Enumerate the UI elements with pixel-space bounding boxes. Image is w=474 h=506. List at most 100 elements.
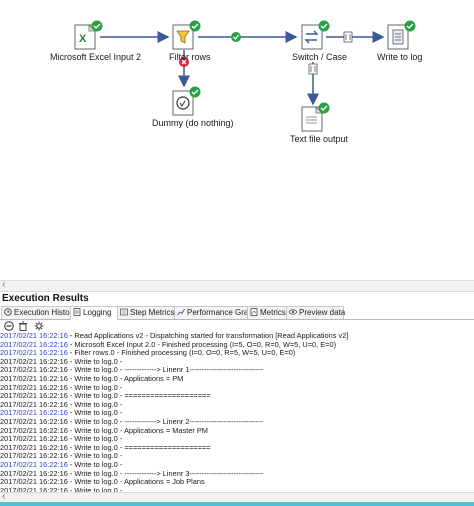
stop-icon[interactable] [4, 321, 14, 331]
tab-label: Execution History [14, 308, 77, 317]
log-timestamp: 2017/02/21 16:22:16 [0, 399, 68, 409]
log-timestamp: 2017/02/21 16:22:16 [0, 332, 68, 340]
scroll-left-icon[interactable]: ‹ [2, 491, 6, 502]
execution-tabs: Execution History Logging Step Metrics P… [0, 306, 474, 320]
execution-results-title: Execution Results [2, 293, 89, 304]
hop-case-icon [343, 31, 353, 43]
step-success-icon [189, 20, 201, 32]
tab-execution-history[interactable]: Execution History [1, 306, 76, 319]
log-message: - Write to log.0 - [67, 356, 123, 366]
step-success-icon [404, 20, 416, 32]
log-timestamp: 2017/02/21 16:22:16 [0, 416, 68, 426]
log-message: - Write to log.0 - Applications = Master… [67, 425, 208, 435]
log-message: - Write to log.0 - -------------> Linenr… [67, 468, 264, 478]
log-message: - Write to log.0 - [67, 451, 123, 461]
dummy-icon [172, 90, 194, 116]
log-timestamp: 2017/02/21 16:22:16 [0, 442, 68, 452]
transformation-canvas[interactable]: X Microsoft Excel Input 2 Filter rows Sw… [0, 0, 474, 280]
log-line: 2017/02/21 16:22:16 - Write to log.0 - -… [0, 366, 474, 375]
log-line: 2017/02/21 16:22:16 - Write to log.0 - [0, 459, 474, 470]
log-message: - Write to log.0 - [67, 382, 123, 392]
log-message: - Write to log.0 - [67, 434, 123, 444]
log-timestamp: 2017/02/21 16:22:16 [0, 485, 68, 492]
canvas-horizontal-scrollbar[interactable]: ‹ [0, 279, 474, 292]
step-success-icon [189, 86, 201, 98]
logging-toolbar [0, 320, 474, 332]
log-line: 2017/02/21 16:22:16 - Write to log.0 - [0, 409, 474, 418]
window-bottom-border [0, 502, 474, 506]
log-message: - Write to log.0 - [67, 399, 123, 409]
log-line: 2017/02/21 16:22:16 - Microsoft Excel In… [0, 339, 474, 350]
log-timestamp: 2017/02/21 16:22:16 [0, 451, 68, 461]
log-message: - Write to log.0 - -------------> Linenr… [67, 416, 264, 426]
log-line: 2017/02/21 16:22:16 - Write to log.0 - [0, 434, 474, 444]
log-message: - Write to log.0 - -------------> Linenr… [67, 365, 264, 375]
write-to-log-step[interactable] [386, 20, 416, 50]
log-horizontal-scrollbar[interactable]: ‹ [0, 491, 474, 503]
log-line: 2017/02/21 16:22:16 - Write to log.0 - A… [0, 373, 474, 384]
log-timestamp: 2017/02/21 16:22:16 [0, 468, 68, 478]
log-timestamp: 2017/02/21 16:22:16 [0, 365, 68, 375]
logging-icon [73, 308, 81, 316]
step-metrics-icon [120, 308, 128, 316]
log-line: 2017/02/21 16:22:16 - Write to log.0 - [0, 399, 474, 410]
log-message: - Filter rows.0 - Finished processing (I… [67, 348, 296, 358]
log-line: 2017/02/21 16:22:16 - Write to log.0 - -… [0, 468, 474, 479]
switch-case-label: Switch / Case [292, 52, 348, 62]
log-timestamp: 2017/02/21 16:22:16 [0, 382, 68, 392]
scroll-left-icon[interactable]: ‹ [2, 279, 6, 290]
hop-error-icon [179, 57, 189, 67]
tab-step-metrics[interactable]: Step Metrics [117, 306, 175, 319]
log-message: - Write to log.0 - Applications = PM [67, 373, 184, 383]
dummy-step[interactable] [171, 86, 201, 116]
log-timestamp: 2017/02/21 16:22:16 [0, 408, 68, 418]
performance-graph-icon [177, 308, 185, 316]
log-line: 2017/02/21 16:22:16 - Write to log.0 - -… [0, 416, 474, 427]
log-line: 2017/02/21 16:22:16 - Filter rows.0 - Fi… [0, 348, 474, 358]
write-to-log-label: Write to log [377, 52, 423, 62]
step-success-icon [91, 20, 103, 32]
text-file-output-step[interactable] [300, 102, 330, 132]
log-timestamp: 2017/02/21 16:22:16 [0, 339, 68, 349]
log-timestamp: 2017/02/21 16:22:16 [0, 425, 68, 435]
log-line: 2017/02/21 16:22:16 - Write to log.0 - [0, 452, 474, 461]
log-timestamp: 2017/02/21 16:22:16 [0, 477, 68, 487]
log-message: - Microsoft Excel Input 2.0 - Finished p… [67, 339, 337, 349]
tab-label: Logging [83, 308, 112, 317]
step-success-icon [318, 102, 330, 114]
log-line: 2017/02/21 16:22:16 - Write to log.0 - [0, 485, 474, 492]
log-timestamp: 2017/02/21 16:22:16 [0, 434, 68, 444]
log-message: - Write to log.0 - [67, 408, 123, 418]
log-timestamp: 2017/02/21 16:22:16 [0, 356, 68, 366]
dummy-label: Dummy (do nothing) [152, 118, 234, 128]
log-line: 2017/02/21 16:22:16 - Write to log.0 - A… [0, 477, 474, 487]
settings-gear-icon[interactable] [34, 321, 44, 331]
log-output[interactable]: 2017/02/21 16:22:16 - Read Applications … [0, 332, 474, 492]
step-success-icon [318, 20, 330, 32]
excel-input-step[interactable]: X [73, 20, 103, 50]
metrics-icon [250, 308, 258, 316]
log-timestamp: 2017/02/21 16:22:16 [0, 373, 68, 383]
tab-label: Performance Graph [187, 308, 258, 317]
tab-metrics[interactable]: Metrics [247, 306, 287, 319]
tab-label: Step Metrics [130, 308, 175, 317]
preview-eye-icon [289, 309, 297, 315]
switch-icon [301, 24, 323, 50]
switch-case-step[interactable] [300, 20, 330, 50]
log-line: 2017/02/21 16:22:16 - Write to log.0 - A… [0, 425, 474, 436]
filter-rows-label: Filter rows [169, 52, 211, 62]
tab-logging[interactable]: Logging [70, 306, 118, 320]
filter-rows-step[interactable] [171, 20, 201, 50]
log-line: 2017/02/21 16:22:16 - Write to log.0 - =… [0, 391, 474, 401]
tab-performance-graph[interactable]: Performance Graph [174, 306, 257, 319]
trash-icon[interactable] [18, 321, 28, 331]
hops-layer [100, 31, 385, 106]
log-message: - Write to log.0 - [67, 459, 123, 469]
svg-text:X: X [79, 33, 87, 45]
hop-ok-icon [231, 32, 241, 42]
log-line: 2017/02/21 16:22:16 - Write to log.0 - =… [0, 442, 474, 453]
tab-preview-data[interactable]: Preview data [286, 306, 345, 319]
log-timestamp: 2017/02/21 16:22:16 [0, 348, 68, 358]
log-timestamp: 2017/02/21 16:22:16 [0, 459, 68, 469]
log-message: - Write to log.0 - Applications = Job Pl… [67, 477, 205, 487]
